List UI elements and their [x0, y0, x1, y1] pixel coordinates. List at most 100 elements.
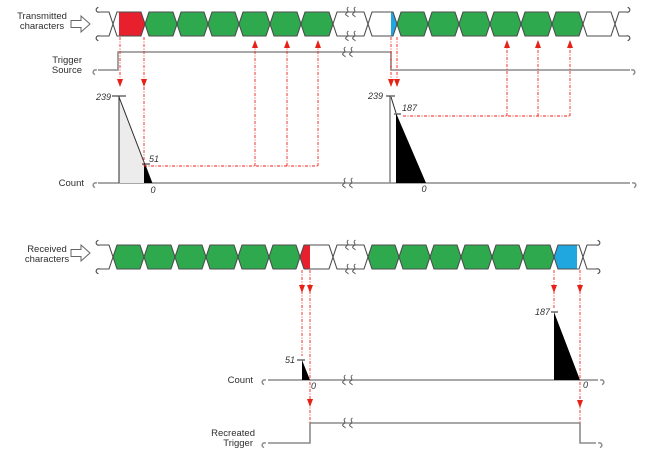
value-51-tx: 51: [149, 154, 159, 164]
transmitted-arrow-icon: [70, 14, 91, 34]
end-character-fill: [554, 245, 577, 269]
arrowhead-down-icon: [388, 79, 394, 87]
end-character-fill: [391, 12, 397, 36]
arrowhead-up-icon: [284, 40, 290, 48]
continuation-squiggle-icon: [630, 69, 636, 76]
waveforms: [98, 51, 630, 444]
bus-open-end: [582, 256, 597, 270]
continuation-squiggle-icon: [595, 268, 601, 275]
bus-open-start: [99, 244, 114, 258]
break-mark-icon: [352, 263, 356, 275]
count-triangles: [118, 96, 580, 380]
arrowhead-down-icon: [307, 285, 313, 293]
bus-open-end: [614, 11, 627, 25]
bus-segment-green: [206, 245, 238, 269]
continuation-squiggle-icon: [597, 442, 603, 449]
trigger-source-label-2: Source: [52, 65, 82, 76]
bus-segment-green: [238, 245, 269, 269]
recreated-trigger-label: Recreated: [211, 428, 255, 439]
value-0-rx-left: 0: [311, 381, 316, 391]
arrowhead-down-icon: [394, 79, 400, 87]
received-characters-label: Received: [27, 244, 67, 255]
arrowhead-up-icon: [315, 40, 321, 48]
bus-segment-green: [492, 245, 523, 269]
continuation-squiggle-icon: [261, 379, 267, 386]
arrowhead-up-icon: [252, 40, 258, 48]
waveform-break-marks: [92, 46, 637, 449]
arrowhead-up-icon: [535, 40, 541, 48]
tick-marks: [112, 95, 558, 361]
break-mark-icon: [342, 46, 346, 58]
continuation-squiggle-icon: [631, 182, 637, 189]
arrowhead-down-icon: [117, 79, 123, 87]
arrowhead-down-icon: [577, 400, 583, 408]
bus-segment-green: [177, 12, 208, 36]
transmitted-characters-label-2: characters: [20, 21, 65, 32]
break-mark-icon: [345, 6, 349, 18]
continuation-squiggle-icon: [261, 442, 267, 449]
continuation-squiggle-icon: [95, 6, 101, 13]
received-arrow-icon: [70, 243, 91, 263]
bus-segment-green: [521, 12, 552, 36]
trigger-source-waveform: [98, 51, 630, 71]
continuation-squiggle-icon: [625, 35, 631, 42]
continuation-squiggle-icon: [599, 379, 605, 386]
bus-segment-green: [490, 12, 521, 36]
bus-segment-green: [461, 245, 492, 269]
recreated-trigger-waveform: [268, 422, 596, 444]
arrowhead-down-icon: [141, 79, 147, 87]
bus-segment-green: [145, 12, 177, 36]
transmitted-bus: [95, 6, 631, 42]
break-mark-icon: [345, 263, 349, 275]
value-187-rx: 187: [535, 307, 551, 317]
count-rx-small-triangle: [302, 360, 310, 380]
arrowhead-up-icon: [567, 40, 573, 48]
break-mark-icon: [352, 239, 356, 251]
bus-segment-green: [399, 245, 430, 269]
count-tx2-ramp-top: [390, 96, 397, 114]
value-239-tx2: 239: [367, 91, 383, 101]
arrowhead-down-icon: [577, 285, 583, 293]
count-values: 239 51 0 239 187 0 51 0 187 0: [95, 91, 588, 391]
trigger-source-label: Trigger: [52, 55, 82, 66]
continuation-squiggle-icon: [95, 239, 101, 246]
count-rx-large-triangle: [554, 312, 580, 380]
bus-segment-blue-tail: [368, 12, 397, 36]
break-mark-icon: [349, 177, 353, 189]
recreated-trigger-label-2: Trigger: [223, 438, 253, 449]
value-51-rx: 51: [285, 355, 295, 365]
bus-segment-white: [583, 12, 615, 36]
value-0-rx-right: 0: [583, 380, 588, 390]
red-annotation-lines: [119, 37, 581, 423]
received-bus: [95, 239, 601, 275]
continuation-squiggle-icon: [95, 268, 101, 275]
bus-segment-green: [397, 12, 428, 36]
count-tx-triangle-dark-tip: [144, 162, 152, 183]
value-187-tx: 187: [402, 103, 418, 113]
value-0-tx2: 0: [421, 184, 426, 194]
red-arrowheads: [117, 40, 583, 408]
continuation-squiggle-icon: [595, 239, 601, 246]
bus-segment-green: [301, 12, 333, 36]
break-mark-icon: [342, 177, 346, 189]
bus-segment-green: [113, 245, 144, 269]
bus-open-start: [99, 256, 114, 270]
bus-segment-white: [333, 245, 368, 269]
count-tx2-triangle: [396, 113, 426, 183]
labels: Transmitted characters Trigger Source Co…: [17, 11, 255, 449]
bus-segment-green: [144, 245, 175, 269]
arrowhead-up-icon: [504, 40, 510, 48]
break-mark-icon: [349, 46, 353, 58]
break-mark-icon: [349, 417, 353, 429]
bus-segment-green: [459, 12, 490, 36]
trigger-character-fill: [119, 12, 145, 36]
continuation-squiggle-icon: [92, 182, 98, 189]
continuation-squiggle-icon: [95, 35, 101, 42]
arrowhead-down-icon: [551, 285, 557, 293]
bus-segment-green: [208, 12, 239, 36]
trigger-character-fill: [300, 245, 310, 269]
continuation-squiggle-icon: [625, 6, 631, 13]
bus-open-start: [99, 23, 114, 37]
transmitted-characters-label: Transmitted: [17, 11, 67, 22]
